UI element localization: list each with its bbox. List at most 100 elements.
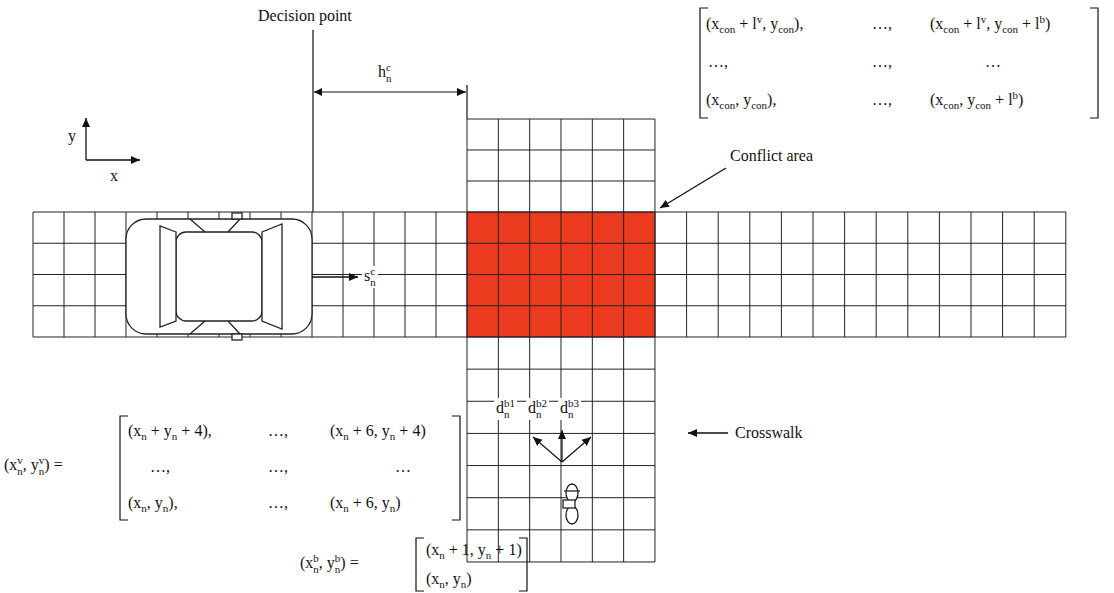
text-label: …,	[872, 52, 892, 72]
grid-line	[467, 181, 655, 182]
math-label: , y	[762, 15, 778, 32]
matrix-bracket	[416, 538, 527, 591]
grid-line	[813, 212, 814, 337]
math-label: v	[39, 455, 45, 466]
math-label: n	[172, 430, 178, 442]
grid-line	[781, 212, 782, 337]
grid-line	[686, 212, 687, 337]
grid-line	[939, 212, 940, 337]
text-label: Crosswalk	[735, 423, 803, 443]
grid-line	[467, 497, 655, 498]
math-label: (x	[4, 456, 17, 473]
text-label: (xbn, ybn) =	[300, 553, 359, 575]
grid-line	[654, 119, 655, 562]
grid-line	[467, 561, 655, 562]
math-label: h	[378, 63, 386, 80]
math-label: n	[386, 73, 392, 84]
text-label: …,	[150, 457, 170, 477]
math-label: )	[466, 570, 471, 587]
math-label: n	[439, 578, 445, 590]
text-label: (xn, yn)	[426, 569, 472, 589]
grid-line	[1034, 212, 1035, 337]
math-label: ),	[168, 494, 177, 511]
grid-line	[907, 212, 908, 337]
text-label: …,	[268, 493, 288, 513]
grid-line	[64, 212, 65, 337]
text-label: scn	[362, 266, 378, 288]
math-label: Conflict area	[730, 147, 813, 164]
math-label: + l	[991, 91, 1012, 108]
math-label: v	[17, 455, 23, 466]
math-label: …,	[268, 494, 288, 511]
cell-grid	[33, 119, 1066, 562]
grid-line	[467, 433, 655, 434]
script-stack: b2n	[536, 398, 547, 420]
text-label: …,	[872, 90, 892, 110]
math-label: ),	[767, 91, 776, 108]
grid-line	[467, 212, 655, 213]
math-label: d	[496, 399, 504, 416]
math-label: n	[39, 466, 45, 477]
script-stack: bn	[313, 553, 319, 575]
math-label: , y	[445, 570, 461, 587]
grid-line	[467, 337, 655, 338]
grid-line	[844, 212, 845, 337]
text-label: (xvn, yvn) =	[4, 455, 63, 477]
math-label: v	[981, 13, 987, 25]
script-stack: bn	[335, 553, 341, 575]
math-label: + 6, y	[349, 494, 390, 511]
math-label: n	[17, 466, 23, 477]
math-label: con	[943, 99, 959, 111]
math-label: + l	[1018, 15, 1039, 32]
math-label: (x	[930, 15, 943, 32]
grid-line	[343, 212, 344, 337]
math-label: con	[975, 99, 991, 111]
math-label: (x	[426, 570, 439, 587]
math-label: …,	[268, 422, 288, 439]
grid-line	[467, 119, 468, 562]
math-label: (x	[706, 15, 719, 32]
decision-line	[312, 30, 313, 212]
math-label: b	[1013, 89, 1019, 101]
math-label: n	[390, 430, 396, 442]
math-label: …,	[150, 458, 170, 475]
text-label: (xn, yn),	[128, 493, 178, 513]
text-label: (xn + 6, yn)	[330, 493, 401, 513]
math-label: b1	[504, 398, 515, 409]
math-label: n	[335, 564, 341, 575]
grid-line	[623, 119, 624, 562]
math-label: (x	[128, 494, 141, 511]
math-label: n	[504, 409, 515, 420]
math-label: …,	[872, 15, 892, 32]
text-label: Conflict area	[730, 146, 813, 166]
grid-line	[1065, 212, 1066, 337]
math-label: , y	[959, 91, 975, 108]
text-label: (xcon, ycon + lb)	[930, 90, 1023, 110]
grid-line	[876, 212, 877, 337]
math-label: …,	[268, 458, 288, 475]
grid-line	[592, 119, 593, 562]
math-label: , y	[147, 494, 163, 511]
text-label: …,	[872, 14, 892, 34]
text-label: …	[395, 457, 411, 477]
math-label: n	[439, 549, 445, 561]
script-stack: vn	[17, 455, 23, 477]
math-label: n	[568, 409, 579, 420]
text-label: (xcon + lv, ycon + lb)	[930, 14, 1050, 34]
text-label: db1n	[494, 398, 517, 420]
math-label: con	[943, 23, 959, 35]
math-label: (x	[426, 541, 439, 558]
grid-line	[33, 212, 34, 337]
text-label: (xn + 1, yn + 1)	[426, 540, 522, 560]
math-label: b2	[536, 398, 547, 409]
math-label: + 4),	[177, 422, 211, 439]
text-label: (xn + yn + 4),	[128, 421, 212, 441]
text-label: db3n	[558, 398, 581, 420]
math-label: , y	[986, 15, 1002, 32]
headway-arrow	[314, 91, 466, 92]
math-label: (x	[930, 91, 943, 108]
math-label: )	[395, 494, 400, 511]
grid-line	[529, 119, 530, 562]
math-label: y	[68, 127, 76, 144]
text-label: x	[110, 166, 118, 186]
